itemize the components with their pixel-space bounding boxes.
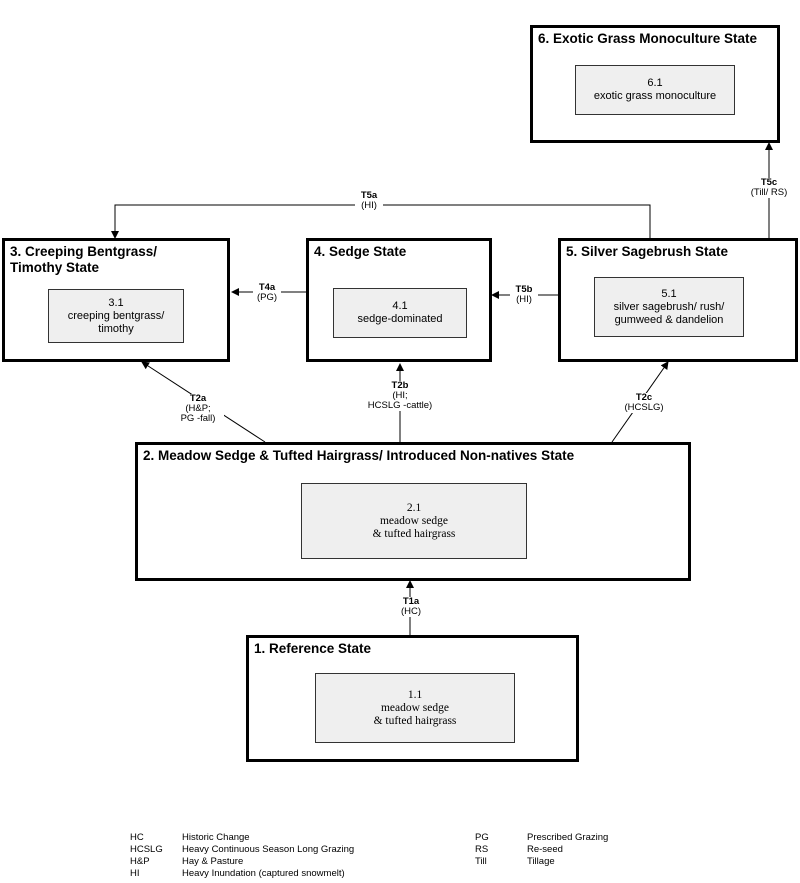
transition-t2b-cause: (HI; HCSLG -cattle) — [367, 390, 433, 411]
legend-desc: Prescribed Grazing — [527, 832, 609, 843]
legend-row: H&P Hay & Pasture — [130, 856, 354, 868]
legend-abbr: PG — [475, 832, 489, 843]
legend-row: Till Tillage — [475, 856, 608, 868]
community-5-1-name: silver sagebrush/ rush/ gumweed & dandel… — [613, 300, 725, 326]
community-5-1-id: 5.1 — [661, 287, 677, 300]
legend-left: HC Historic Change HCSLG Heavy Continuous … — [130, 832, 354, 880]
community-6-1: 6.1 exotic grass monoculture — [575, 65, 735, 115]
state-6-box: 6. Exotic Grass Monoculture State 6.1 ex… — [530, 25, 780, 143]
transition-t2a-id: T2a — [189, 393, 207, 404]
community-6-1-id: 6.1 — [647, 77, 663, 89]
transition-t5b-cause: (HI) — [516, 294, 532, 305]
transition-t5b-label: T5b (HI) — [510, 285, 538, 305]
state-4-box: 4. Sedge State 4.1 sedge-dominated — [306, 238, 492, 362]
state-6-title: 6. Exotic Grass Monoculture State — [538, 31, 758, 46]
transition-t2c-id: T2c — [635, 392, 653, 403]
legend-desc: Historic Change — [182, 832, 250, 843]
legend-abbr: Till — [475, 856, 487, 867]
legend-abbr: HC — [130, 832, 144, 843]
state-3-box: 3. Creeping Bentgrass/ Timothy State 3.1… — [2, 238, 230, 362]
community-4-1-name: sedge-dominated — [357, 313, 443, 325]
transition-t5a-cause: (HI) — [361, 200, 377, 211]
transition-t2b-id: T2b — [391, 380, 409, 391]
legend-desc: Hay & Pasture — [182, 856, 244, 867]
community-1-1-id: 1.1 — [407, 688, 423, 701]
state-1-title: 1. Reference State — [254, 641, 372, 656]
transition-t5c-label: T5c (Till/ RS) — [746, 178, 792, 198]
legend-desc: Tillage — [527, 856, 555, 867]
state-2-box: 2. Meadow Sedge & Tufted Hairgrass/ Intr… — [135, 442, 691, 581]
community-1-1-name: meadow sedge & tufted hairgrass — [373, 701, 457, 727]
community-2-1-name: meadow sedge & tufted hairgrass — [372, 514, 456, 540]
transition-t2a-cause: (H&P; PG -fall) — [180, 403, 216, 424]
legend-row: HI Heavy Inundation (captured snowmelt) — [130, 868, 354, 880]
transition-t5a-label: T5a (HI) — [355, 191, 383, 211]
transition-t4a-label: T4a (PG) — [253, 283, 281, 303]
state-2-title: 2. Meadow Sedge & Tufted Hairgrass/ Intr… — [143, 448, 575, 463]
community-4-1: 4.1 sedge-dominated — [333, 288, 467, 338]
transition-t2c-label: T2c (HCSLG) — [618, 393, 670, 413]
legend-abbr: RS — [475, 844, 489, 855]
legend-desc: Re-seed — [527, 844, 563, 855]
legend-row: HCSLG Heavy Continuous Season Long Grazin… — [130, 844, 354, 856]
state-4-title: 4. Sedge State — [314, 244, 407, 259]
community-3-1-name: creeping bentgrass/ timothy — [67, 309, 165, 335]
legend-desc: Heavy Inundation (captured snowmelt) — [182, 868, 345, 879]
transition-t4a-cause: (PG) — [256, 292, 278, 303]
community-3-1-id: 3.1 — [108, 296, 124, 309]
state-5-title: 5. Silver Sagebrush State — [566, 244, 729, 259]
transition-t2a-label: T2a (H&P; PG -fall) — [172, 394, 224, 424]
community-4-1-id: 4.1 — [392, 300, 408, 312]
legend-row: RS Re-seed — [475, 844, 608, 856]
transition-t1a-label: T1a (HC) — [397, 597, 425, 617]
transition-t2b-label: T2b (HI; HCSLG -cattle) — [360, 381, 440, 411]
transition-t1a-id: T1a — [402, 596, 420, 607]
legend-abbr: HI — [130, 868, 140, 879]
transition-t2c-cause: (HCSLG) — [624, 402, 664, 413]
transition-t1a-cause: (HC) — [400, 606, 422, 617]
legend-row: HC Historic Change — [130, 832, 354, 844]
community-2-1: 2.1 meadow sedge & tufted hairgrass — [301, 483, 527, 559]
community-6-1-name: exotic grass monoculture — [593, 90, 717, 102]
legend-right: PG Prescribed Grazing RS Re-seed Till Tilla… — [475, 832, 608, 868]
legend-row: PG Prescribed Grazing — [475, 832, 608, 844]
legend-abbr: HCSLG — [130, 844, 163, 855]
legend-abbr: H&P — [130, 856, 150, 867]
transition-t5c-cause: (Till/ RS) — [750, 187, 788, 198]
community-2-1-id: 2.1 — [406, 501, 422, 514]
community-1-1: 1.1 meadow sedge & tufted hairgrass — [315, 673, 515, 743]
state-3-title: 3. Creeping Bentgrass/ Timothy State — [10, 244, 158, 275]
transition-t5b-id: T5b — [515, 284, 533, 295]
state-1-box: 1. Reference State 1.1 meadow sedge & tu… — [246, 635, 579, 762]
transition-t4a-id: T4a — [258, 282, 276, 293]
community-3-1: 3.1 creeping bentgrass/ timothy — [48, 289, 184, 343]
transition-t5c-id: T5c — [760, 177, 778, 188]
transition-t5a-id: T5a — [360, 190, 378, 201]
state-5-box: 5. Silver Sagebrush State 5.1 silver sag… — [558, 238, 798, 362]
legend-desc: Heavy Continuous Season Long Grazing — [182, 844, 355, 855]
community-5-1: 5.1 silver sagebrush/ rush/ gumweed & da… — [594, 277, 744, 337]
